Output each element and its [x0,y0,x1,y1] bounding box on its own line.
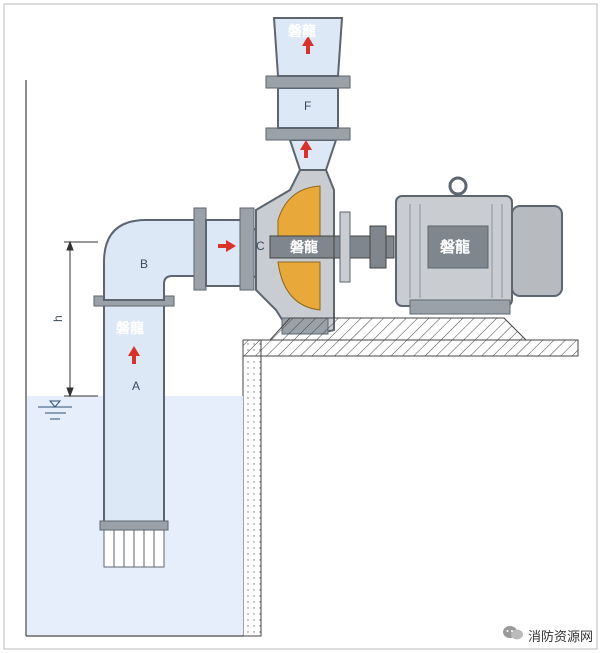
height-dimension [64,240,98,398]
suction-elbow [103,219,201,301]
inlet-flange [239,207,255,291]
flow-arrows [128,36,314,364]
watermark-suction: 磐龍 [115,320,144,337]
label-c: C [256,239,265,253]
wechat-icon [502,625,524,645]
source-text: 消防资源网 [527,629,593,645]
motor-base [268,317,528,341]
label-f: F [304,99,311,113]
watermark-shaft: 磐龍 [289,239,318,256]
electric-motor [395,176,563,315]
label-h: h [51,315,65,322]
source-badge: 消防资源网 [502,625,593,645]
elbow-flange [193,207,207,291]
label-b: B [140,257,148,271]
diagram-frame [3,3,598,650]
watermark-discharge: 磐龍 [287,23,316,40]
water-level-mark [38,400,72,420]
pit-wall [25,80,579,637]
shaft-coupling [333,211,395,283]
label-a: A [132,379,140,393]
watermark-motor: 磐龍 [439,238,470,256]
